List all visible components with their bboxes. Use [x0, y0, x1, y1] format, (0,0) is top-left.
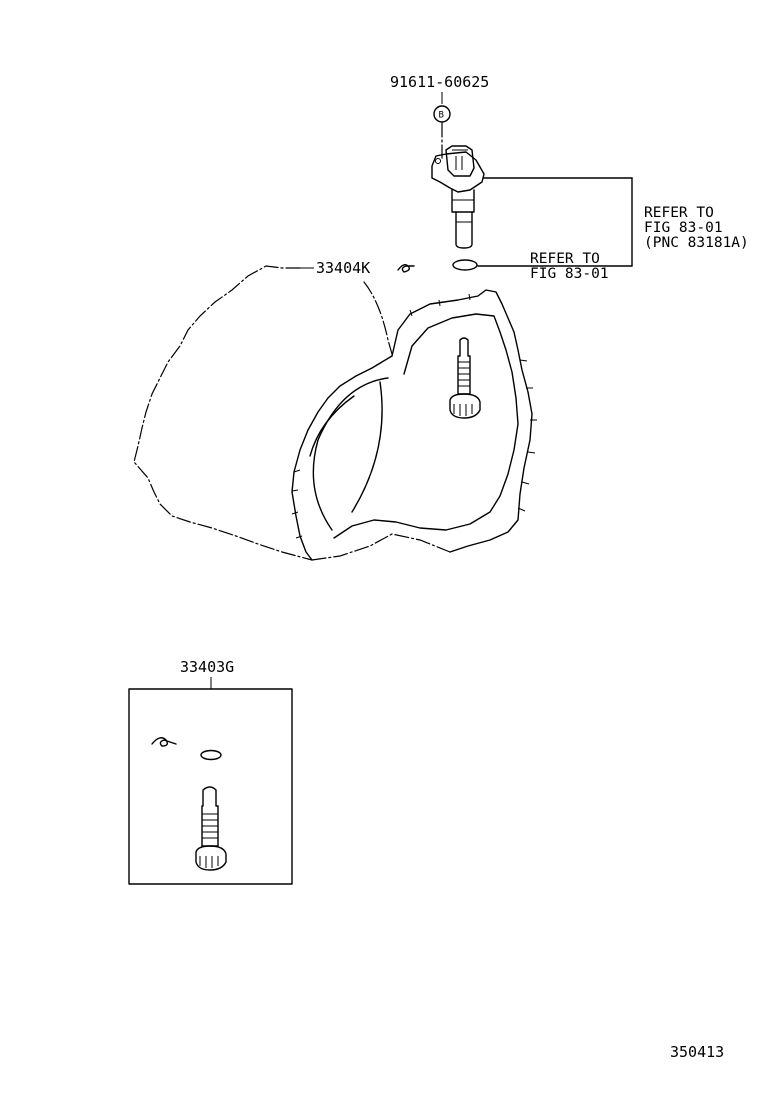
sensor-ref-text-1[interactable]: REFER TO [644, 205, 714, 221]
clip-part-number[interactable]: 33404K [316, 259, 370, 277]
transmission-case-icon [133, 265, 537, 561]
bolt-marker-icon: B [433, 105, 451, 123]
sensor-ref-text-3[interactable]: (PNC 83181A) [644, 235, 749, 251]
clip-icon[interactable] [397, 263, 415, 273]
kit-clip-icon [151, 737, 177, 747]
o-ring-icon[interactable] [452, 259, 478, 271]
kit-o-ring-icon [200, 749, 222, 761]
speed-sensor-icon[interactable] [431, 145, 485, 249]
kit-driven-gear-icon [195, 786, 227, 871]
bolt-part-number[interactable]: 91611-60625 [390, 73, 489, 91]
sensor-ref-text-2[interactable]: FIG 83-01 [644, 220, 723, 236]
oring-ref-text-1[interactable]: REFER TO [530, 251, 600, 267]
oring-ref-text-2[interactable]: FIG 83-01 [530, 266, 609, 282]
bolt-marker-letter: B [439, 111, 444, 121]
figure-number: 350413 [670, 1043, 724, 1061]
kit-box[interactable] [128, 688, 293, 885]
kit-part-number[interactable]: 33403G [180, 658, 234, 676]
